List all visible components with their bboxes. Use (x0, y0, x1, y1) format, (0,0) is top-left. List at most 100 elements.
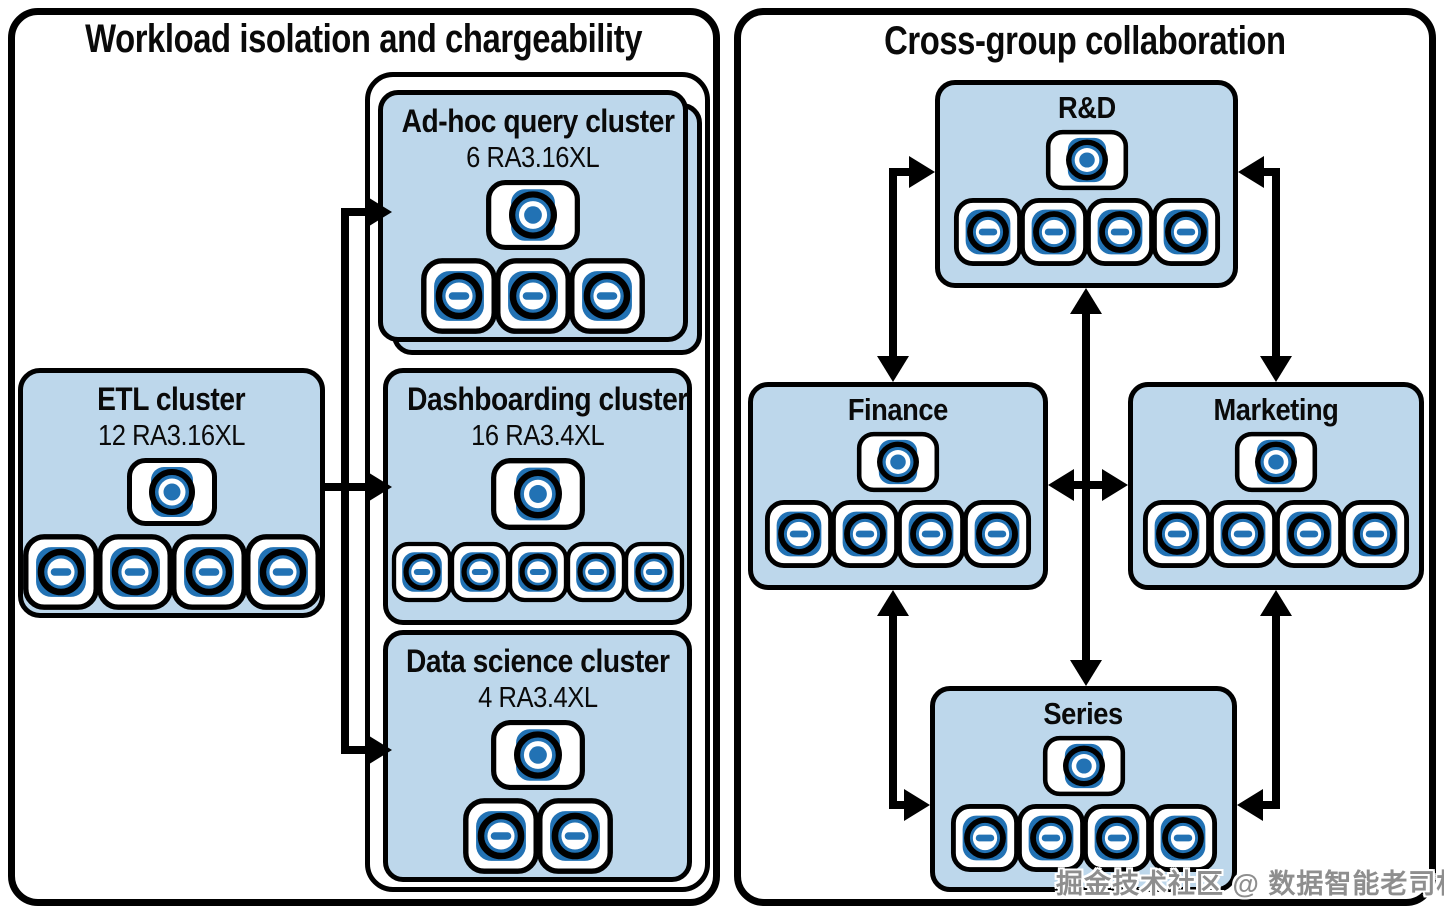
etl-compute-row (22, 533, 322, 611)
workload-panel-title: Workload isolation and chargeability (85, 17, 643, 61)
leader-node-icon (1234, 431, 1318, 493)
collaboration-panel-title-row: Cross-group collaboration (734, 16, 1436, 66)
finance-group-title: Finance (847, 392, 949, 427)
leader-node-icon (485, 179, 581, 251)
compute-node-icon (449, 541, 511, 603)
series-compute-row (935, 803, 1232, 873)
finance-compute-row (753, 499, 1043, 569)
rd-leader-row (940, 129, 1233, 191)
leader-node-icon (1045, 129, 1129, 191)
marketing-group-title: Marketing (1213, 392, 1339, 427)
leader-node-icon (490, 457, 586, 531)
adhoc-query-cluster-box: Ad-hoc query cluster 6 RA3.16XL (378, 90, 688, 342)
compute-node-icon (1085, 197, 1155, 267)
compute-node-icon (896, 499, 966, 569)
arrowhead-into-rd-right (1238, 156, 1264, 188)
marketing-series-v-line (1272, 614, 1280, 809)
dashboarding-leader-row (388, 457, 687, 531)
rd-marketing-v-line (1272, 168, 1280, 358)
dashboarding-compute-row (388, 541, 687, 603)
collaboration-panel-title: Cross-group collaboration (884, 19, 1286, 63)
marketing-leader-row (1133, 431, 1419, 493)
arrowhead-into-series-right (1237, 789, 1263, 821)
finance-marketing-h-line (1074, 481, 1102, 489)
dashboarding-cluster-title: Dashboarding cluster (407, 381, 688, 417)
adhoc-cluster-subtitle: 6 RA3.16XL (466, 142, 600, 174)
compute-node-icon (244, 533, 322, 611)
leader-node-icon (856, 431, 940, 493)
datascience-cluster-box: Data science cluster 4 RA3.4XL (383, 630, 692, 882)
compute-node-icon (1019, 197, 1089, 267)
etl-cluster-subtitle: 12 RA3.16XL (98, 420, 245, 452)
compute-node-icon (764, 499, 834, 569)
etl-cluster-title: ETL cluster (97, 381, 246, 417)
series-group-title: Series (1043, 696, 1124, 731)
etl-cluster-box: ETL cluster 12 RA3.16XL (18, 368, 325, 618)
dashboarding-cluster-subtitle: 16 RA3.4XL (470, 420, 605, 452)
series-leader-row (935, 735, 1232, 797)
arrowhead-into-finance-right (1048, 469, 1074, 501)
rd-group-box: R&D (935, 80, 1238, 288)
rd-compute-row (940, 197, 1233, 267)
arrowhead-to-dashboarding (366, 471, 392, 503)
compute-node-icon (1148, 803, 1218, 873)
finance-leader-row (753, 431, 1043, 493)
adhoc-leader-row (383, 179, 683, 251)
compute-node-icon (962, 499, 1032, 569)
leader-node-icon (126, 457, 218, 527)
leader-node-icon (1042, 735, 1126, 797)
arrowhead-into-finance-top (877, 356, 909, 382)
arrowhead-to-datascience (366, 734, 392, 766)
compute-node-icon (953, 197, 1023, 267)
arrowhead-into-finance-bottom (877, 590, 909, 616)
compute-node-icon (536, 797, 614, 875)
arrowhead-into-marketing-left (1102, 469, 1128, 501)
compute-node-icon (420, 257, 498, 335)
compute-node-icon (22, 533, 100, 611)
compute-node-icon (1016, 803, 1086, 873)
datascience-cluster-subtitle: 4 RA3.4XL (477, 682, 598, 714)
arrowhead-into-marketing-top (1260, 356, 1292, 382)
workload-panel-title-row: Workload isolation and chargeability (8, 14, 720, 64)
marketing-group-box: Marketing (1128, 382, 1424, 590)
compute-node-icon (1151, 197, 1221, 267)
dashboarding-cluster-box: Dashboarding cluster 16 RA3.4XL (383, 368, 692, 625)
compute-node-icon (1274, 499, 1344, 569)
watermark-text: 掘金技术社区 @ 数据智能老司机 (1056, 869, 1444, 899)
compute-node-icon (568, 257, 646, 335)
adhoc-cluster-title: Ad-hoc query cluster (401, 103, 675, 139)
arrowhead-into-series-left (904, 789, 930, 821)
compute-node-icon (830, 499, 900, 569)
arrowhead-into-series-top (1070, 660, 1102, 686)
arrowhead-into-marketing-bottom (1260, 590, 1292, 616)
compute-node-icon (391, 541, 453, 603)
compute-node-icon (1208, 499, 1278, 569)
compute-node-icon (494, 257, 572, 335)
marketing-series-h-line (1263, 801, 1280, 809)
compute-node-icon (565, 541, 627, 603)
arrowhead-into-rd-left (909, 156, 935, 188)
finance-series-v-line (889, 614, 897, 809)
compute-node-icon (96, 533, 174, 611)
compute-node-icon (507, 541, 569, 603)
etl-branch-top-line (341, 208, 369, 216)
rd-group-title: R&D (1057, 90, 1116, 125)
finance-series-h-line (889, 801, 905, 809)
arrowhead-to-adhoc (366, 196, 392, 228)
datascience-cluster-title: Data science cluster (405, 643, 670, 679)
etl-branch-trunk-line (341, 208, 349, 754)
compute-node-icon (1082, 803, 1152, 873)
compute-node-icon (1142, 499, 1212, 569)
series-group-box: Series (930, 686, 1237, 892)
etl-branch-bottom-line (341, 746, 369, 754)
compute-node-icon (1340, 499, 1410, 569)
rd-finance-v-line (889, 168, 897, 358)
adhoc-compute-row (383, 257, 683, 335)
compute-node-icon (623, 541, 685, 603)
compute-node-icon (170, 533, 248, 611)
compute-node-icon (950, 803, 1020, 873)
arrowhead-into-rd-bottom (1070, 288, 1102, 314)
datascience-leader-row (388, 719, 687, 791)
marketing-compute-row (1133, 499, 1419, 569)
